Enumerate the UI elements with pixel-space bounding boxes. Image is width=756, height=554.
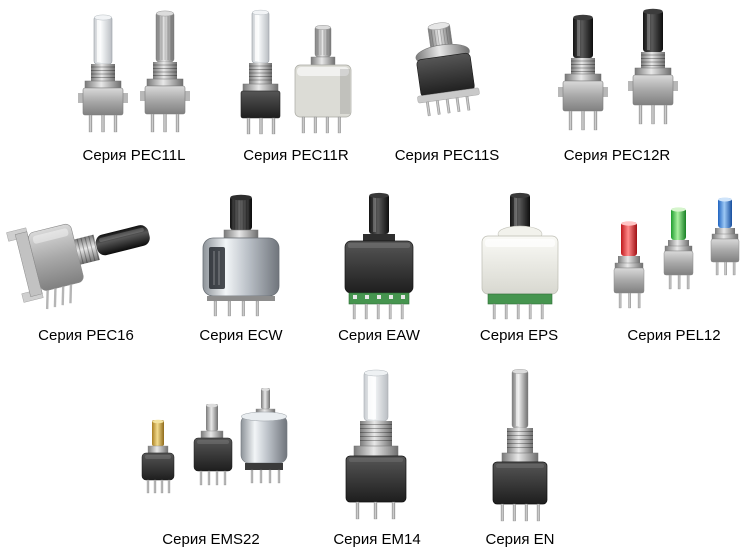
pec16-image [6,223,150,310]
rotary-encoder-clear-shaft [240,9,281,135]
rotary-encoder-clear-shaft [78,14,128,133]
pec11l-photo [58,8,210,142]
eps-image [481,192,559,320]
ems22-photo [122,368,300,526]
product-eps: Серия EPS [452,192,586,345]
product-em14: Серия EM14 [318,368,436,549]
illuminated-encoder-blue [710,197,740,276]
rotary-encoder-white-body [481,192,559,320]
eps-photo [452,192,586,322]
pec12r-photo [533,8,701,142]
pel12-image [613,197,740,309]
en-image [492,369,548,522]
rotary-encoder-knurled [415,22,480,117]
eaw-image [344,192,414,320]
rotary-encoder-boxed [294,25,352,134]
mini-encoder-gold-shaft [141,419,175,494]
illuminated-encoder-red [613,221,645,309]
product-label-eaw: Серия EAW [338,327,420,344]
mini-encoder-chrome-can [240,388,288,484]
product-pec11r: Серия PEC11R [222,8,370,165]
pec11s-image [415,22,480,117]
product-label-em14: Серия EM14 [333,531,421,548]
product-label-pec16: Серия PEC16 [38,327,134,344]
product-label-pec11l: Серия PEC11L [82,147,186,164]
rotary-encoder-side-view [6,223,150,310]
pec11s-photo [383,8,511,142]
product-label-ecw: Серия ECW [199,327,283,344]
mini-encoder-silver-shaft [193,403,233,486]
ecw-photo [182,192,300,322]
product-pec16: Серия PEC16 [2,192,170,345]
pec11r-photo [222,8,370,142]
ecw-image [202,194,280,317]
eaw-photo [318,192,440,322]
product-label-ems22: Серия EMS22 [162,531,260,548]
pec11l-image [78,10,190,133]
product-ecw: Серия ECW [182,192,300,345]
pec12r-image [558,8,678,131]
product-pec11s: Серия PEC11S [383,8,511,165]
rotary-encoder-chrome-body [202,194,280,317]
product-eaw: Серия EAW [318,192,440,345]
rotary-encoder-clear-shaft-cube [345,369,407,520]
product-ems22: Серия EMS22 [122,368,300,549]
rotary-encoder-black-shaft-left [558,14,608,131]
pec16-photo [2,192,170,322]
pel12-photo [598,192,750,322]
rotary-encoder-metal-shaft [140,10,190,133]
product-pec11l: Серия PEC11L [58,8,210,165]
ems22-image [141,388,288,494]
rotary-encoder-long-metal-shaft [492,369,548,522]
product-pec12r: Серия PEC12R [533,8,701,165]
illuminated-encoder-green [663,207,694,290]
rotary-encoder-dark-body [344,192,414,320]
product-label-en: Серия EN [485,531,555,548]
product-label-eps: Серия EPS [479,327,559,344]
en-photo [458,368,582,526]
product-label-pel12: Серия PEL12 [627,327,721,344]
product-pel12: Серия PEL12 [598,192,750,345]
product-label-pec12r: Серия PEC12R [563,147,671,164]
product-label-pec11s: Серия PEC11S [394,147,500,164]
product-label-pec11r: Серия PEC11R [243,147,349,164]
pec11r-image [240,9,352,135]
em14-photo [318,368,436,526]
rotary-encoder-black-shaft-right [628,8,678,125]
product-en: Серия EN [458,368,582,549]
em14-image [345,369,407,520]
